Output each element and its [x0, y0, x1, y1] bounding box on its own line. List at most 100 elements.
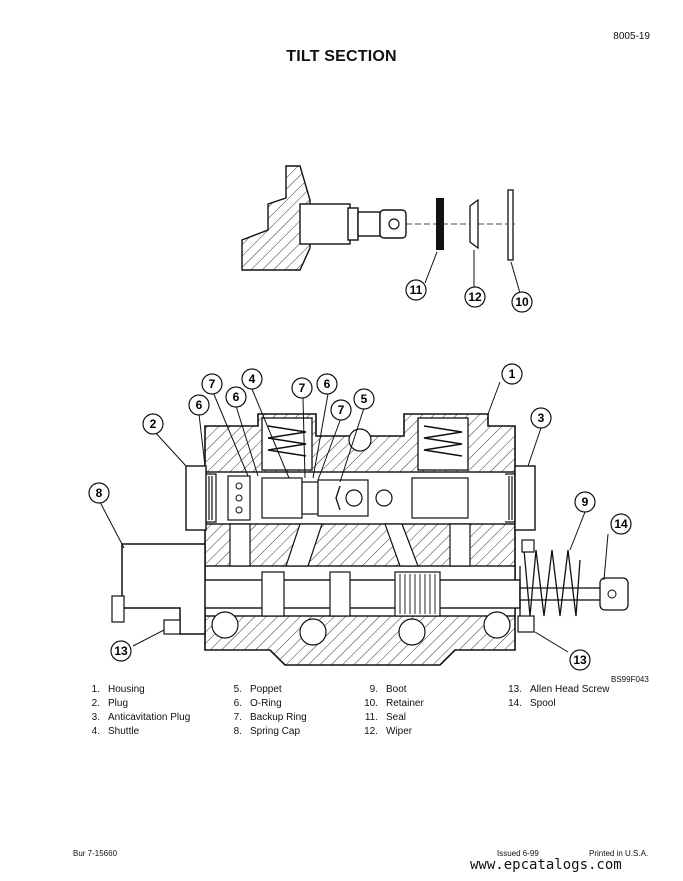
- callout-12-text: 12: [468, 290, 482, 304]
- footer-doc-number: Bur 7-15660: [73, 849, 118, 858]
- callout-6-c-text: 6: [196, 398, 203, 412]
- seal-part: [436, 198, 444, 250]
- legend-column-4: 13. Allen Head Screw 14. Spool: [508, 683, 609, 711]
- callout-7-c: 7: [330, 399, 352, 421]
- legend-num: 5.: [233, 684, 242, 695]
- legend-num: 13.: [508, 684, 522, 695]
- legend-label: Allen Head Screw: [530, 684, 610, 695]
- footer-issued: Issued 6-99: [497, 849, 539, 858]
- legend-label: Boot: [386, 684, 407, 695]
- legend-item: 2. Plug: [86, 697, 190, 711]
- legend-label: Poppet: [250, 684, 282, 695]
- legend-label: Housing: [108, 684, 145, 695]
- legend-item: 3. Anticavitation Plug: [86, 711, 191, 725]
- callout-4: 4: [241, 368, 263, 390]
- callout-10: 10: [511, 291, 533, 313]
- callout-6-b: 6: [225, 386, 247, 408]
- legend-num: 2.: [91, 698, 100, 709]
- legend-num: 12.: [364, 726, 378, 737]
- callout-14-text: 14: [614, 517, 628, 531]
- legend-column-1: 1. Housing 2. Plug 3. Anticavitation Plug 4…: [86, 683, 191, 739]
- legend-item: 7. Backup Ring: [228, 711, 307, 725]
- callout-5-text: 5: [361, 392, 368, 406]
- legend-label: Backup Ring: [250, 712, 307, 723]
- legend-item: 6. O-Ring: [228, 697, 307, 711]
- callout-7-b-text: 7: [299, 381, 306, 395]
- callout-3: 3: [530, 407, 552, 429]
- callout-11: 11: [405, 279, 427, 301]
- shuttle-assembly: [227, 475, 469, 521]
- callout-6-b-text: 6: [233, 390, 240, 404]
- callout-9: 9: [574, 491, 596, 513]
- callout-9-text: 9: [582, 495, 589, 509]
- page-title: TILT SECTION: [286, 48, 397, 65]
- legend-column-2: 5. Poppet 6. O-Ring 7. Backup Ring 8. Spring…: [228, 683, 307, 739]
- footer-printed: Printed in U.S.A.: [589, 849, 649, 858]
- leader-lines: [99, 381, 609, 653]
- anticavitation-plug-right: [505, 465, 536, 531]
- spool: [179, 571, 629, 617]
- spool-end-detail: [241, 165, 515, 271]
- retainer-part: [507, 189, 514, 261]
- callout-4-text: 4: [249, 372, 256, 386]
- legend-label: Shuttle: [108, 726, 140, 737]
- callout-11-text: 11: [410, 283, 423, 297]
- legend-num: 8.: [233, 726, 242, 737]
- callout-2-text: 2: [150, 417, 157, 431]
- legend-label: Spool: [530, 698, 556, 709]
- legend-num: 3.: [91, 712, 100, 723]
- callout-13-a: 13: [110, 640, 132, 662]
- callout-8-text: 8: [96, 486, 103, 500]
- legend-item: 1. Housing: [86, 683, 190, 697]
- plug-left: [185, 465, 217, 531]
- watermark: www.epcatalogs.com: [470, 857, 622, 873]
- legend-num: 14.: [508, 698, 522, 709]
- callout-3-text: 3: [538, 411, 545, 425]
- legend-item: 12. Wiper: [364, 725, 424, 739]
- callout-13-b: 13: [569, 649, 591, 671]
- legend-item: 4. Shuttle: [86, 725, 190, 739]
- callout-6-a: 6: [316, 373, 338, 395]
- callout-1: 1: [501, 363, 523, 385]
- legend-item: 8. Spring Cap: [228, 725, 307, 739]
- legend-num: 6.: [233, 698, 242, 709]
- callout-14: 14: [610, 513, 632, 535]
- legend-label: Plug: [108, 698, 129, 709]
- legend-label: O-Ring: [250, 698, 282, 709]
- legend-label: Retainer: [386, 698, 424, 709]
- callout-1-text: 1: [509, 367, 516, 381]
- legend-num: 4.: [91, 726, 100, 737]
- callout-12: 12: [464, 286, 486, 308]
- callout-6-c: 6: [188, 394, 210, 416]
- callout-6-a-text: 6: [324, 377, 331, 391]
- figure-id: BS99F043: [611, 675, 649, 684]
- wiper-part: [469, 198, 479, 250]
- callout-13-a-text: 13: [114, 644, 128, 658]
- parts-legend: 1. Housing 2. Plug 3. Anticavitation Plug 4…: [0, 683, 683, 743]
- spring-cap: [111, 543, 206, 635]
- legend-label: Wiper: [386, 726, 413, 737]
- callout-7-c-text: 7: [338, 403, 345, 417]
- legend-num: 11.: [364, 712, 378, 723]
- legend-item: 10. Retainer: [364, 697, 424, 711]
- callout-2: 2: [142, 413, 164, 435]
- legend-num: 10.: [364, 698, 378, 709]
- callout-10-text: 10: [515, 295, 529, 309]
- legend-num: 1.: [91, 684, 100, 695]
- legend-label: Spring Cap: [250, 726, 301, 737]
- legend-column-3: 9.Boot 10. Retainer 11. Seal 12. Wiper: [364, 683, 424, 739]
- callout-13-b-text: 13: [573, 653, 587, 667]
- legend-label: Seal: [386, 712, 407, 723]
- legend-item: 9.Boot: [364, 683, 424, 697]
- legend-item: 14. Spool: [508, 697, 609, 711]
- legend-num: 7.: [233, 712, 242, 723]
- legend-item: 13. Allen Head Screw: [508, 683, 609, 697]
- legend-item: 5. Poppet: [228, 683, 307, 697]
- legend-item: 11. Seal: [364, 711, 424, 725]
- legend-label: Anticavitation Plug: [108, 712, 191, 723]
- callout-7-a: 7: [201, 373, 223, 395]
- callout-8: 8: [88, 482, 110, 504]
- callout-7-a-text: 7: [209, 377, 216, 391]
- callout-7-b: 7: [291, 377, 313, 399]
